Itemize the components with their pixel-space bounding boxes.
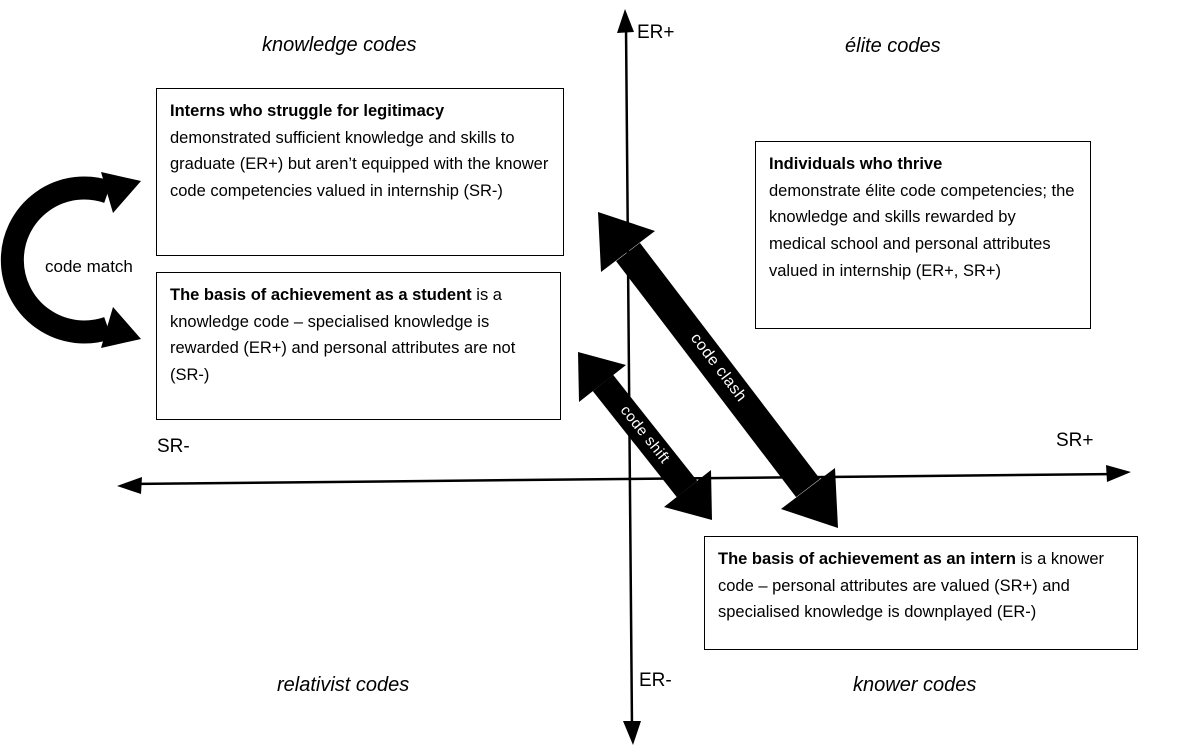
textbox-basis-student-heading: The basis of achievement as a student [170,286,472,304]
quadrant-label-knowledge-codes: knowledge codes [262,34,417,56]
textbox-interns-struggle-heading: Interns who struggle for legitimacy [170,102,445,120]
quadrant-label-elite-codes: élite codes [845,35,941,57]
textbox-basis-intern-heading: The basis of achievement as an intern [718,550,1017,568]
code-match-label: code match [42,256,136,278]
textbox-individuals-thrive-heading: Individuals who thrive [769,155,943,173]
code-shift-shaft [592,374,698,498]
code-clash-arrow [598,212,838,528]
code-match-arc [0,176,112,344]
code-match-arrowhead-bottom [101,307,141,348]
horizontal-axis-arrowhead-left [117,477,142,494]
textbox-basis-student-body: is a knowledge code – specialised knowle… [170,286,516,385]
axis-label-er-minus: ER- [639,670,672,691]
code-match-arrow [0,172,141,348]
textbox-basis-intern: The basis of achievement as an intern is… [704,536,1138,650]
textbox-basis-student: The basis of achievement as a student is… [156,272,561,420]
code-shift-arrowhead-bottom [664,470,712,520]
vertical-axis-arrowhead-top [617,9,634,33]
quadrant-label-knower-codes: knower codes [853,674,977,696]
code-shift-arrowhead-top [578,352,626,402]
vertical-axis [624,25,634,729]
code-clash-shaft [616,242,820,498]
quadrant-label-relativist-codes: relativist codes [277,674,410,696]
code-clash-arrowhead-bottom [781,468,838,528]
axis-label-er-plus: ER+ [637,22,675,43]
textbox-individuals-thrive: Individuals who thrive demonstrate élite … [755,141,1091,329]
horizontal-axis [127,472,1121,486]
textbox-individuals-thrive-body: demonstrate élite code competencies; the… [769,181,1075,280]
axis-label-sr-minus: SR- [157,436,190,457]
code-shift-arrow [578,352,712,520]
textbox-interns-struggle: Interns who struggle for legitimacy demon… [156,88,564,256]
code-match-arrowhead-top [101,172,141,213]
horizontal-axis-arrowhead-right [1106,465,1131,482]
textbox-interns-struggle-body: demonstrated sufficient knowledge and sk… [170,128,549,201]
axis-label-sr-plus: SR+ [1056,430,1094,451]
code-clash-arrowhead-top [598,212,655,272]
textbox-basis-intern-body: is a knower code – personal attributes a… [718,550,1105,622]
vertical-axis-arrowhead-bottom [623,721,641,745]
